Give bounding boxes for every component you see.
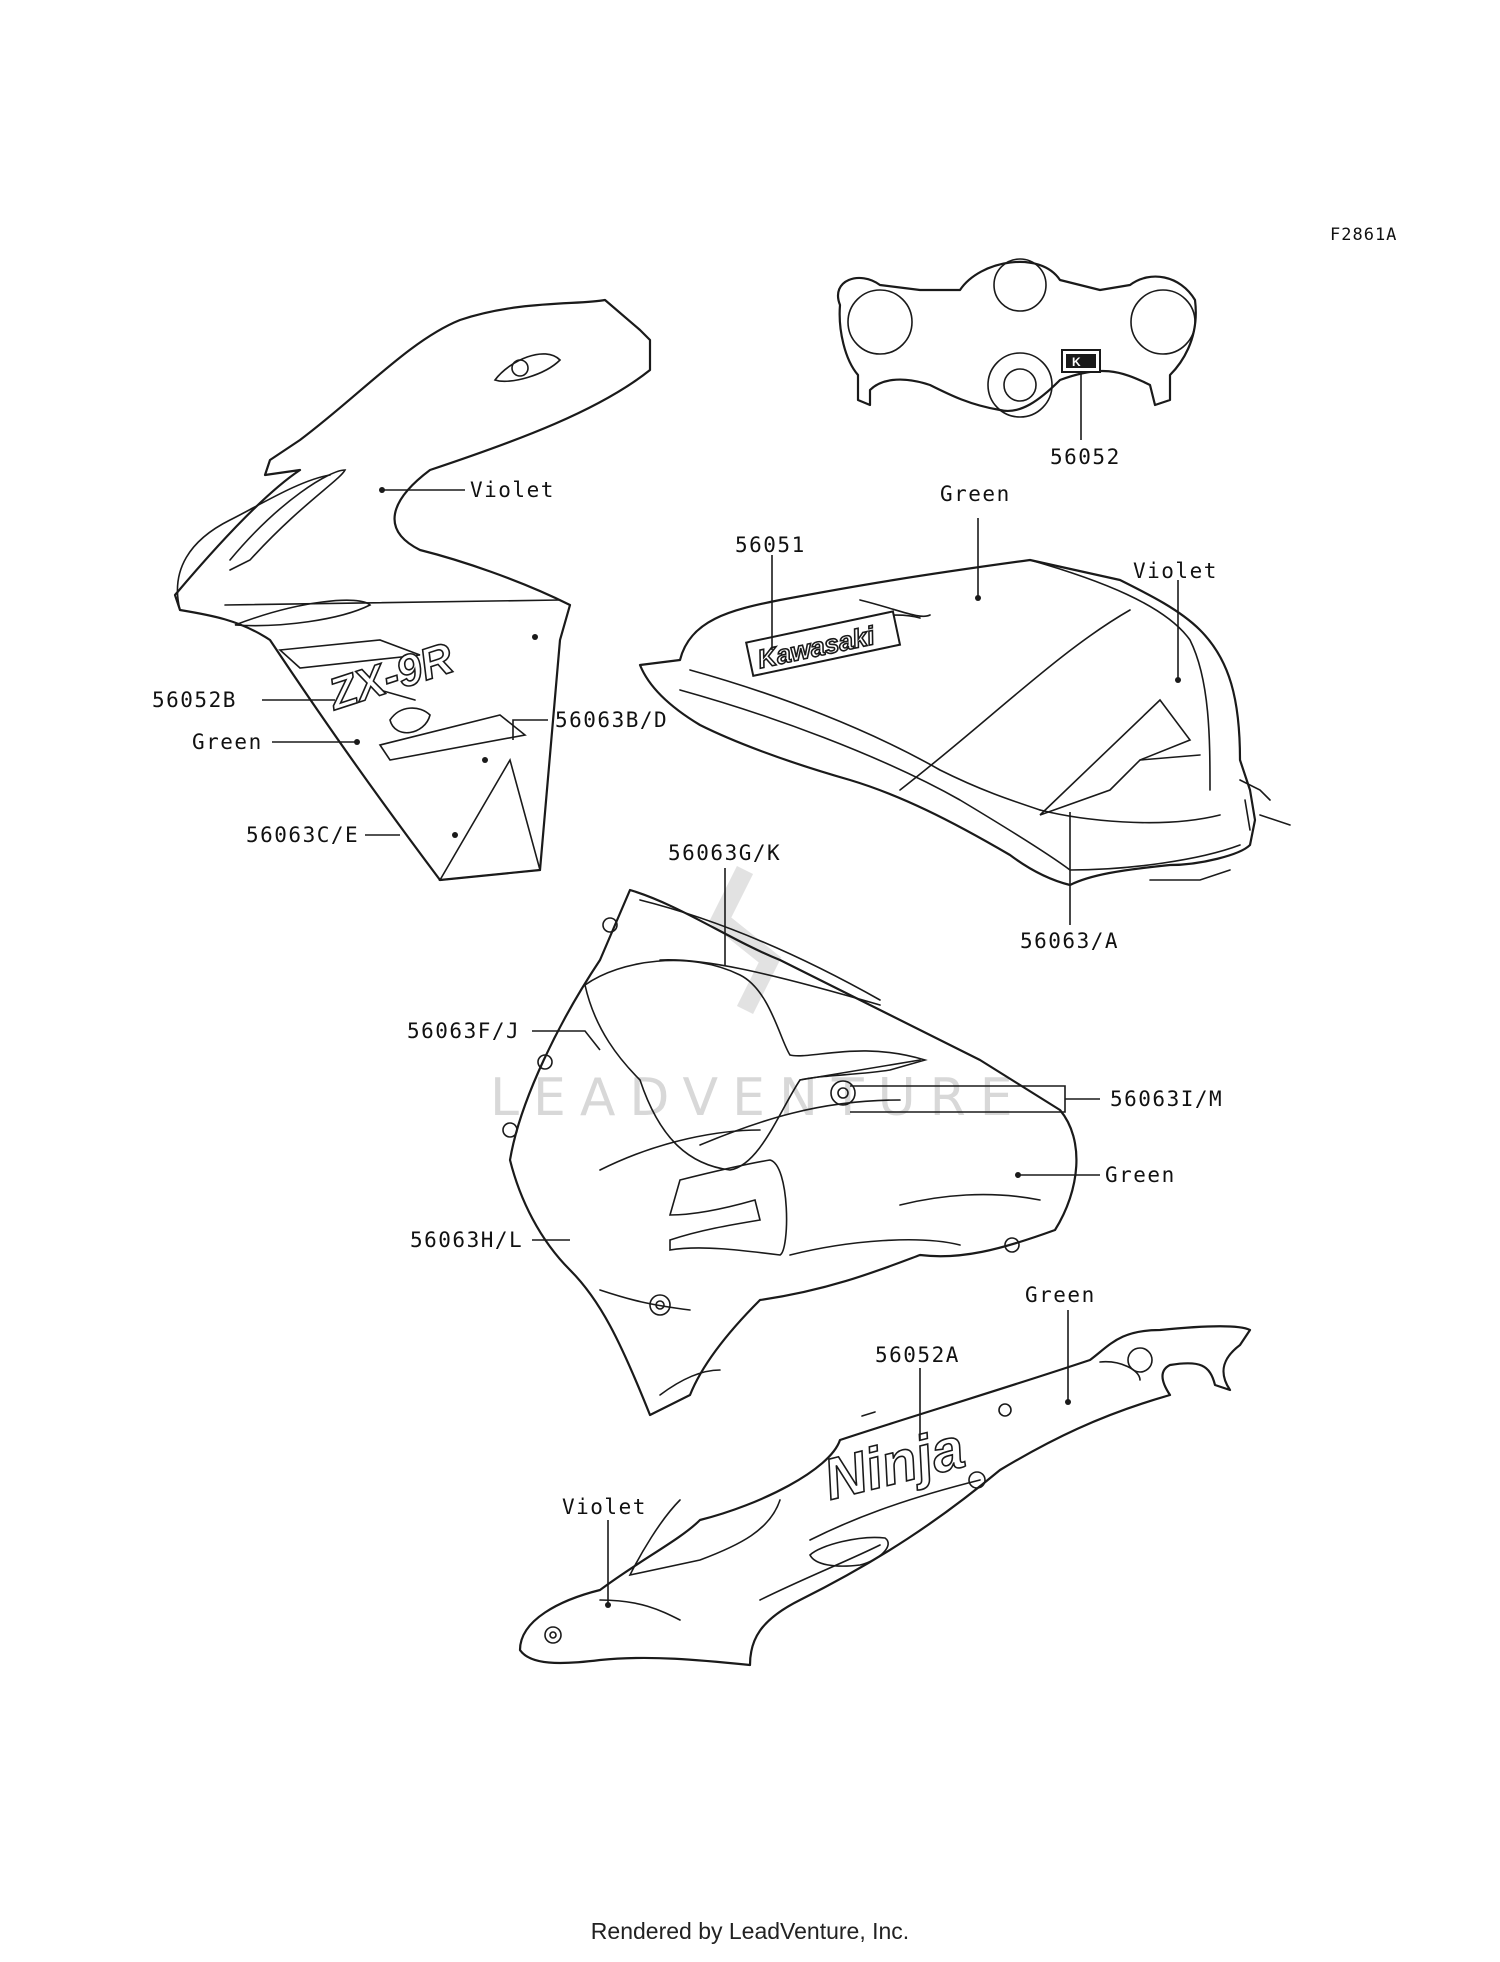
label-56063F-J: 56063F/J: [407, 1019, 520, 1043]
kawasaki-decal: Kawasaki: [744, 610, 902, 678]
label-green-lower-cowl: Green: [1105, 1163, 1176, 1187]
label-green-tank: Green: [940, 482, 1011, 506]
label-56052: 56052: [1050, 445, 1121, 469]
label-56063G-K: 56063G/K: [668, 841, 781, 865]
label-green-upper-cowl: Green: [192, 730, 263, 754]
label-violet-upper-cowl: Violet: [470, 478, 555, 502]
fuel-tank-part: [638, 558, 1291, 887]
top-bracket-part: [837, 258, 1197, 418]
label-56051: 56051: [735, 533, 806, 557]
k-emblem-text: K: [1072, 355, 1081, 369]
label-56052A: 56052A: [875, 1343, 960, 1367]
watermark-text: LEADVENTURE: [490, 1068, 1027, 1128]
zx9r-decal: ZX-9R: [320, 633, 460, 721]
zx9r-decal-text: ZX-9R: [321, 634, 459, 721]
label-violet-tank: Violet: [1133, 559, 1218, 583]
fuel-tank-leaders: Green Violet 56051 56063/A: [735, 482, 1218, 953]
k-emblem-decal: K: [1061, 349, 1101, 373]
footer-credit: Rendered by LeadVenture, Inc.: [590, 1918, 910, 1944]
label-56063I-M: 56063I/M: [1110, 1087, 1223, 1111]
label-56063C-E: 56063C/E: [246, 823, 359, 847]
ninja-decal-text: Ninja: [817, 1415, 970, 1512]
leadventure-watermark: LEADVENTURE: [490, 865, 1027, 1128]
label-green-tail: Green: [1025, 1283, 1096, 1307]
tail-cowl-part: [518, 1325, 1252, 1667]
lower-cowl-part: [502, 888, 1078, 1417]
ninja-decal: Ninja: [817, 1414, 972, 1513]
tail-cowl-leaders: Green 56052A Violet: [562, 1283, 1096, 1608]
upper-cowl-part: [173, 298, 652, 882]
top-bracket-leaders: 56052: [1050, 372, 1121, 469]
upper-cowl-leaders: Violet 56052B 56063B/D Green 56063C/E: [152, 478, 668, 847]
figure-code: F2861A: [1330, 225, 1397, 245]
label-56052B: 56052B: [152, 688, 237, 712]
lower-cowl-leaders: 56063G/K 56063F/J 56063I/M Green 56063H/…: [407, 841, 1223, 1252]
label-56063B-D: 56063B/D: [555, 708, 668, 732]
label-56063H-L: 56063H/L: [410, 1228, 523, 1252]
label-56063-A: 56063/A: [1020, 929, 1119, 953]
label-violet-tail: Violet: [562, 1495, 647, 1519]
